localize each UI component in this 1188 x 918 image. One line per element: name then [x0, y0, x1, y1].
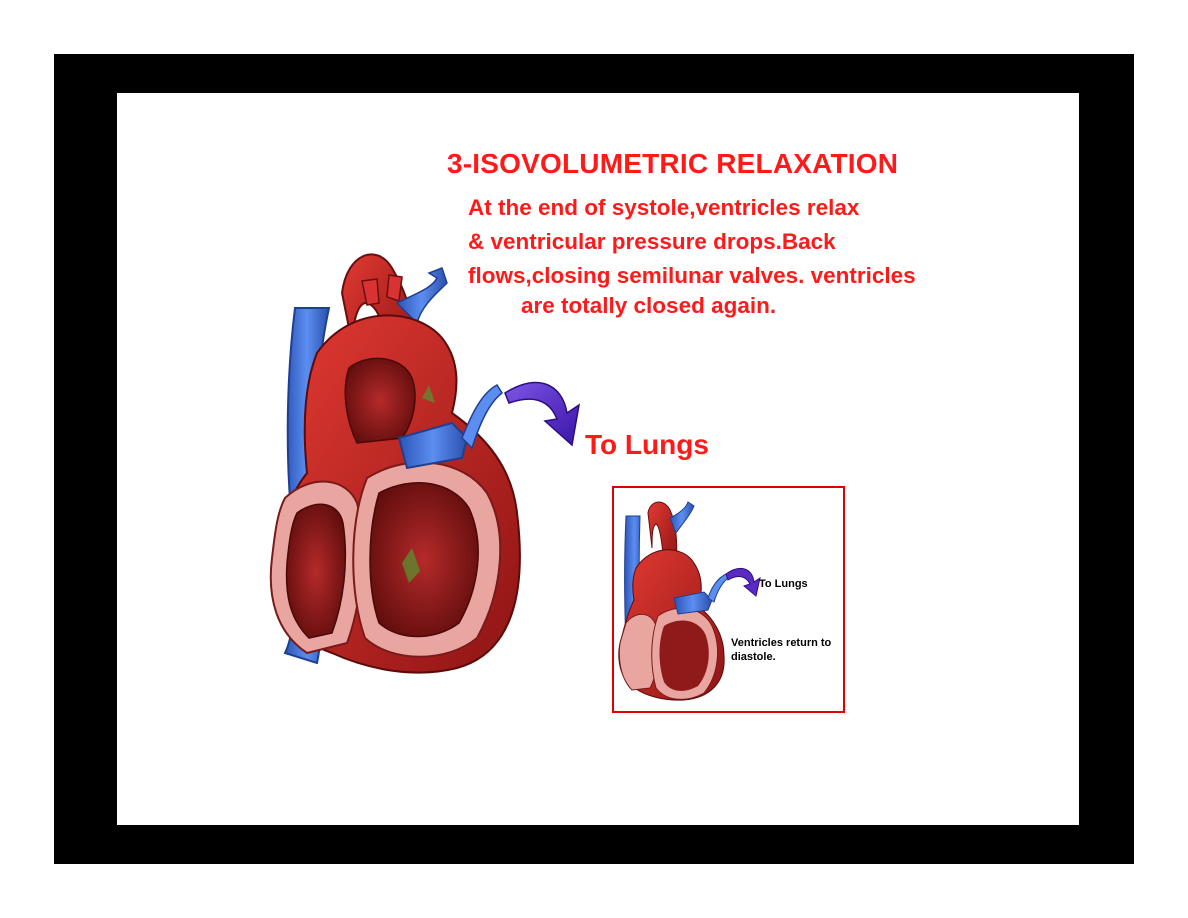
heart-illustration — [269, 253, 581, 674]
description-line: flows,closing semilunar valves. ventricl… — [468, 263, 916, 288]
aorta-branch — [386, 274, 403, 303]
papillary-muscle — [402, 548, 420, 583]
inset-caption: Ventricles return to diastole. — [731, 637, 832, 663]
pulmonary-artery — [395, 267, 448, 325]
ventricle-chamber-right — [285, 503, 347, 639]
arrow-to-lungs — [504, 382, 581, 447]
description-line: & ventricular pressure drops.Back — [468, 229, 836, 254]
ventricle-chamber-left — [369, 481, 479, 638]
atrium-chamber — [344, 357, 416, 444]
slide-title: 3-ISOVOLUMETRIC RELAXATION — [447, 148, 899, 179]
inset-to-lungs-label: To Lungs — [759, 578, 808, 590]
description-line: are totally closed again. — [521, 293, 777, 318]
inset-figure: To Lungs Ventricles return to diastole. — [612, 486, 845, 713]
inset-heart-illustration — [618, 501, 761, 701]
papillary-muscle — [422, 385, 435, 403]
description-line: At the end of systole,ventricles relax — [468, 195, 860, 220]
to-lungs-label: To Lungs — [585, 429, 709, 460]
pulmonary-outflow — [461, 384, 503, 450]
pulmonary-trunk — [397, 421, 469, 470]
aorta-branch — [361, 278, 380, 306]
slide: 3-ISOVOLUMETRIC RELAXATION At the end of… — [117, 93, 1079, 825]
